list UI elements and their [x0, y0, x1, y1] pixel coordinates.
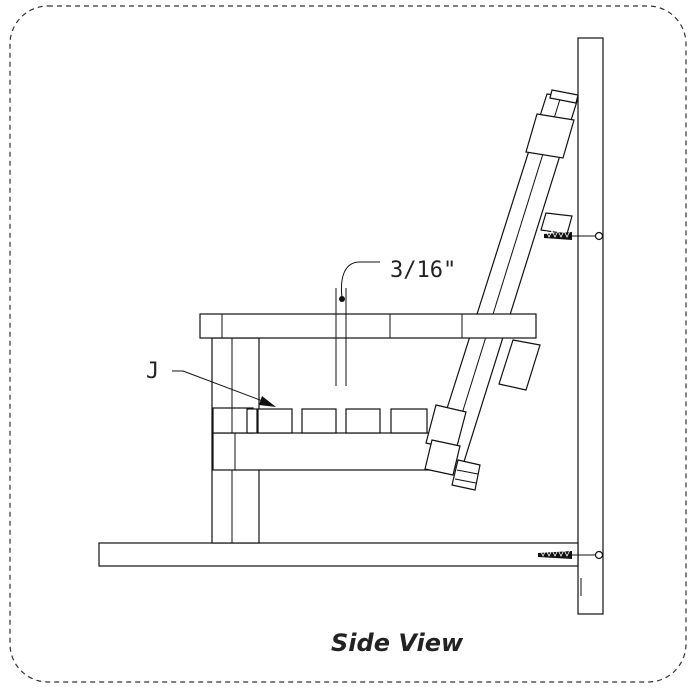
part-j-leader [172, 370, 276, 407]
gap-label: 3/16" [390, 258, 456, 283]
seat-slat [345, 408, 381, 434]
seat-slat [246, 408, 258, 434]
seat-slat [390, 408, 428, 434]
gap-indicator [335, 261, 380, 386]
base-board [98, 542, 579, 567]
seat-slat [301, 408, 337, 434]
wood-screw-icon [538, 549, 604, 560]
part-label: J [146, 359, 159, 384]
armrest [199, 313, 537, 339]
page-title: Side View [331, 629, 464, 657]
back-assembly [424, 89, 579, 491]
wood-screw-icon [544, 230, 604, 241]
seat-slat [257, 408, 293, 434]
wall-post [577, 37, 604, 615]
dashed-frame [9, 5, 687, 683]
seat-slats [246, 408, 428, 434]
seat-frame-rail [212, 407, 436, 471]
